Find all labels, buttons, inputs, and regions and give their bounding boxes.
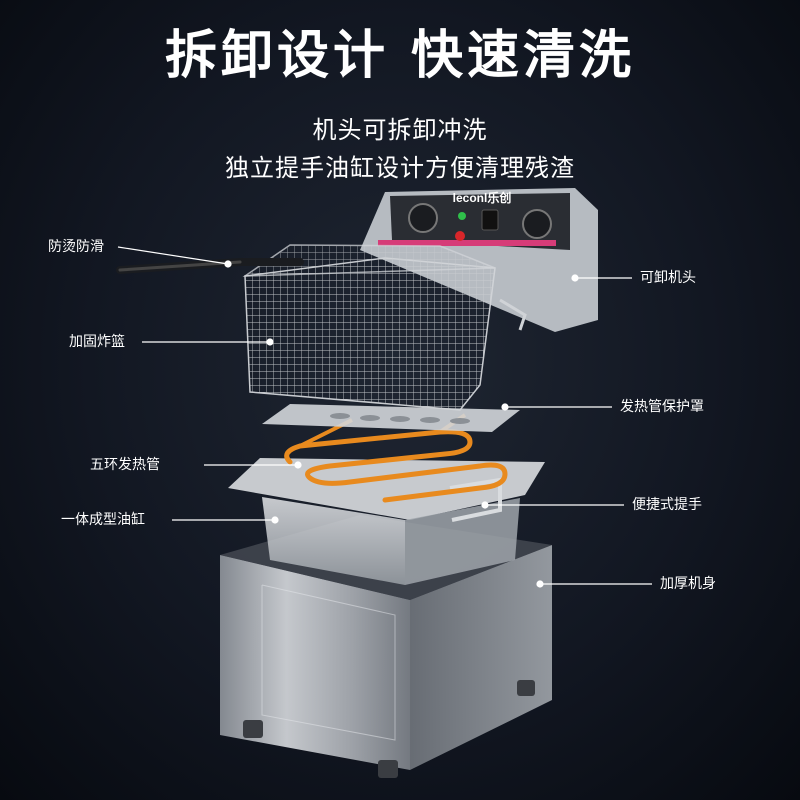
callout-removable-head: 可卸机头 (640, 270, 696, 286)
page-title: 拆卸设计 快速清洗 (164, 26, 636, 86)
subtitle-line-2: 独立提手油缸设计方便清理残渣 (225, 154, 575, 182)
power-switch[interactable] (481, 209, 499, 231)
callout-heating-tube: 五环发热管 (90, 457, 160, 473)
callout-oil-tank: 一体成型油缸 (61, 512, 145, 528)
callout-heater-guard: 发热管保护罩 (620, 399, 704, 415)
brand-logo: leconl乐创 (453, 190, 512, 205)
power-indicator-green (458, 212, 466, 220)
power-indicator-red (455, 231, 465, 241)
callout-handle: 便捷式提手 (632, 497, 702, 513)
frying-basket (116, 244, 496, 411)
callout-body: 加厚机身 (660, 576, 716, 592)
callout-basket: 加固炸篮 (69, 334, 125, 350)
subtitle-line-1: 机头可拆卸冲洗 (312, 116, 488, 144)
removable-control-head: leconl乐创 (360, 188, 598, 332)
oil-tank (228, 458, 545, 585)
callout-anti-scald: 防烫防滑 (48, 239, 104, 255)
heater-guard (262, 404, 520, 432)
thermostat-knob-left[interactable] (408, 203, 438, 233)
thermostat-knob-right[interactable] (522, 209, 552, 239)
